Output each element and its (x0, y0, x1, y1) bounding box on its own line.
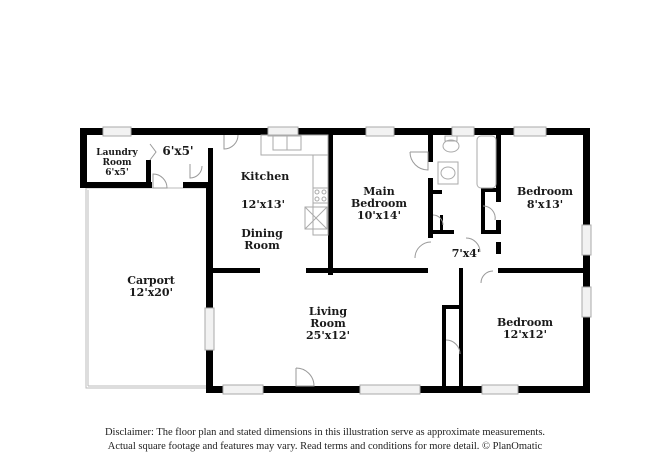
svg-text:Room: Room (102, 158, 131, 168)
svg-text:8'x13': 8'x13' (527, 198, 563, 211)
label-hall-small: 6'x5' (162, 144, 193, 158)
svg-text:Main: Main (363, 185, 394, 198)
svg-text:Bedroom: Bedroom (351, 197, 407, 210)
bath-fixtures (437, 135, 497, 189)
svg-text:Laundry: Laundry (96, 148, 138, 158)
exterior-walls (80, 128, 590, 393)
svg-text:Carport: Carport (127, 274, 176, 287)
doors (149, 134, 496, 387)
label-hall: 7'x4' (452, 247, 481, 260)
svg-text:10'x14': 10'x14' (357, 209, 401, 222)
svg-text:12'x12': 12'x12' (503, 328, 547, 341)
label-laundry-room: Laundry Room 6'x5' (96, 148, 138, 178)
disclaimer: Disclaimer: The floor plan and stated di… (0, 426, 650, 454)
svg-text:Bedroom: Bedroom (517, 185, 573, 198)
label-living-room: Living Room 25'x12' (306, 305, 350, 342)
svg-text:12'x20': 12'x20' (129, 286, 173, 299)
disclaimer-line-1: Disclaimer: The floor plan and stated di… (104, 427, 546, 438)
disclaimer-line-2: Actual square footage and features may v… (107, 441, 543, 452)
svg-text:Bedroom: Bedroom (497, 316, 553, 329)
label-dining-room: Room (244, 239, 280, 252)
label-kitchen-dims: 12'x13' (241, 198, 285, 211)
label-bedroom-ne: Bedroom 8'x13' (517, 185, 573, 211)
windows (102, 126, 592, 395)
svg-text:Living: Living (309, 305, 347, 318)
label-carport: Carport 12'x20' (127, 274, 176, 299)
label-dining: Dining (241, 227, 283, 240)
kitchen-fixtures (260, 134, 329, 236)
label-main-bedroom: Main Bedroom 10'x14' (351, 185, 407, 222)
svg-text:25'x12': 25'x12' (306, 329, 350, 342)
label-bedroom-se: Bedroom 12'x12' (497, 316, 553, 341)
interior-walls (208, 130, 586, 386)
svg-text:Room: Room (310, 317, 346, 330)
label-kitchen: Kitchen (241, 170, 290, 183)
svg-text:6'x5': 6'x5' (105, 168, 128, 178)
